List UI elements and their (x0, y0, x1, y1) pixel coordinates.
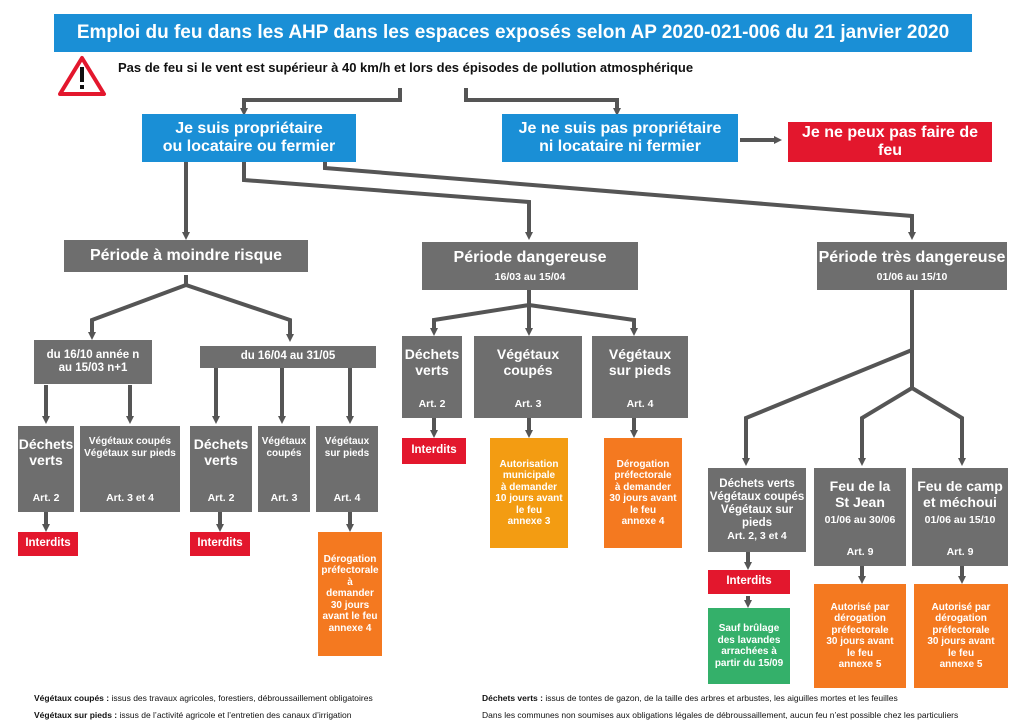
footnote-communes: Dans les communes non soumises aux oblig… (482, 710, 959, 720)
wind-warning-text: Pas de feu si le vent est supérieur à 40… (118, 60, 694, 75)
low-risk-forbidden-1: Interdits (18, 532, 78, 556)
low-risk-forbidden-2: Interdits (190, 532, 250, 556)
danger-forbidden: Interdits (402, 438, 466, 464)
page-title: Emploi du feu dans les AHP dans les espa… (54, 14, 972, 52)
footnote-green-waste: Déchets verts : issus de tontes de gazon… (482, 693, 898, 703)
footnote-standing-plants: Végétaux sur pieds : issus de l’activité… (34, 710, 352, 720)
warning-icon (58, 56, 106, 96)
low-risk-period: Période à moindre risque (64, 240, 308, 272)
low-risk-subperiod-2: du 16/04 au 31/05 (200, 346, 376, 368)
footnote-cut-plants: Végétaux coupés : issus des travaux agri… (34, 693, 373, 703)
no-fire-box: Je ne peux pas faire de feu (788, 122, 992, 162)
very-danger-forbidden: Interdits (708, 570, 790, 594)
